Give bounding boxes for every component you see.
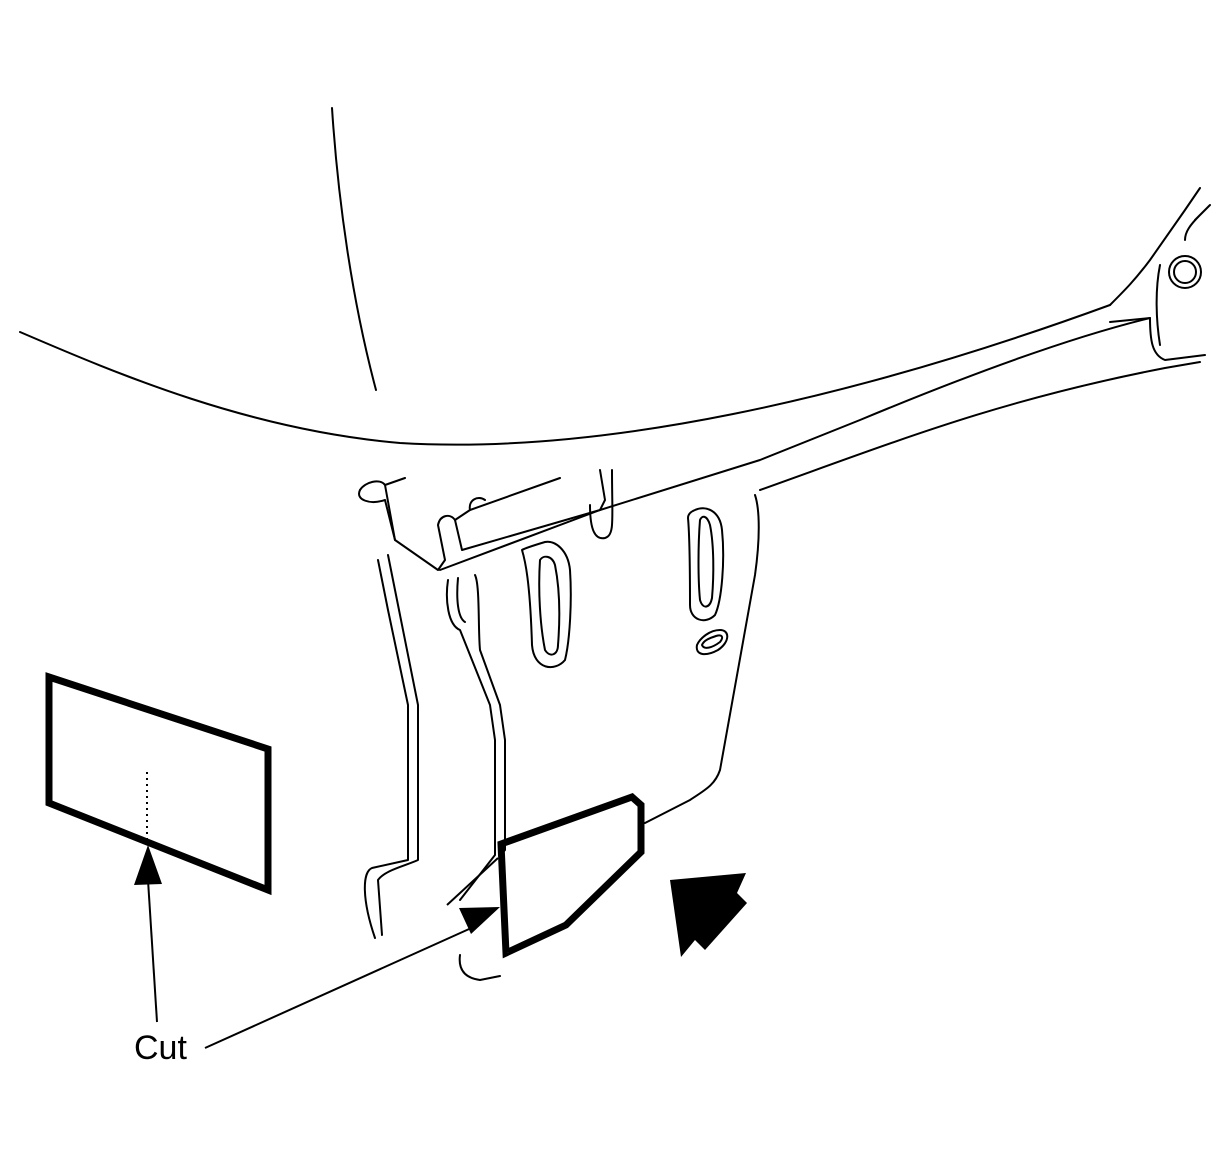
panel-oval-hole <box>695 629 729 656</box>
left-wire-bracket <box>363 559 409 939</box>
frame-bolt <box>1168 255 1202 289</box>
panel-slot-left-inner <box>538 555 561 656</box>
seat-frame-rail <box>1109 187 1201 306</box>
seat-track-slot <box>589 469 614 540</box>
cut-area-outline <box>497 793 645 959</box>
panel-slot-right-inner <box>697 515 715 608</box>
panel-slot-right <box>687 507 725 622</box>
seat-frame-rail-edge <box>439 317 1151 571</box>
seat-cushion-outline <box>331 107 377 391</box>
seat-track-channel-top <box>359 477 561 541</box>
seat-cushion-bottom-edge <box>19 304 1111 446</box>
cut-label: Cut <box>134 1029 187 1067</box>
left-wire-bracket-inner <box>377 554 419 936</box>
cut-panel-leader-line <box>204 924 479 1049</box>
cut-detail-rectangle <box>45 672 272 896</box>
cut-panel-arrowhead <box>459 907 500 934</box>
frame-bracket <box>1155 204 1211 346</box>
frame-bolt-inner <box>1173 260 1197 284</box>
panel-slot-left <box>521 540 572 669</box>
cut-panel-guide-line <box>446 857 499 906</box>
direction-arrow-icon <box>670 873 747 957</box>
cut-leader-arrowhead <box>134 845 162 885</box>
right-wire-bracket <box>445 579 496 901</box>
seat-frame-rail-edge-2 <box>759 361 1201 491</box>
panel-oval-hole-inner <box>701 634 724 649</box>
cut-leader-line <box>147 879 158 1023</box>
right-wire-bracket-inner <box>456 574 506 856</box>
trim-panel <box>458 494 760 981</box>
